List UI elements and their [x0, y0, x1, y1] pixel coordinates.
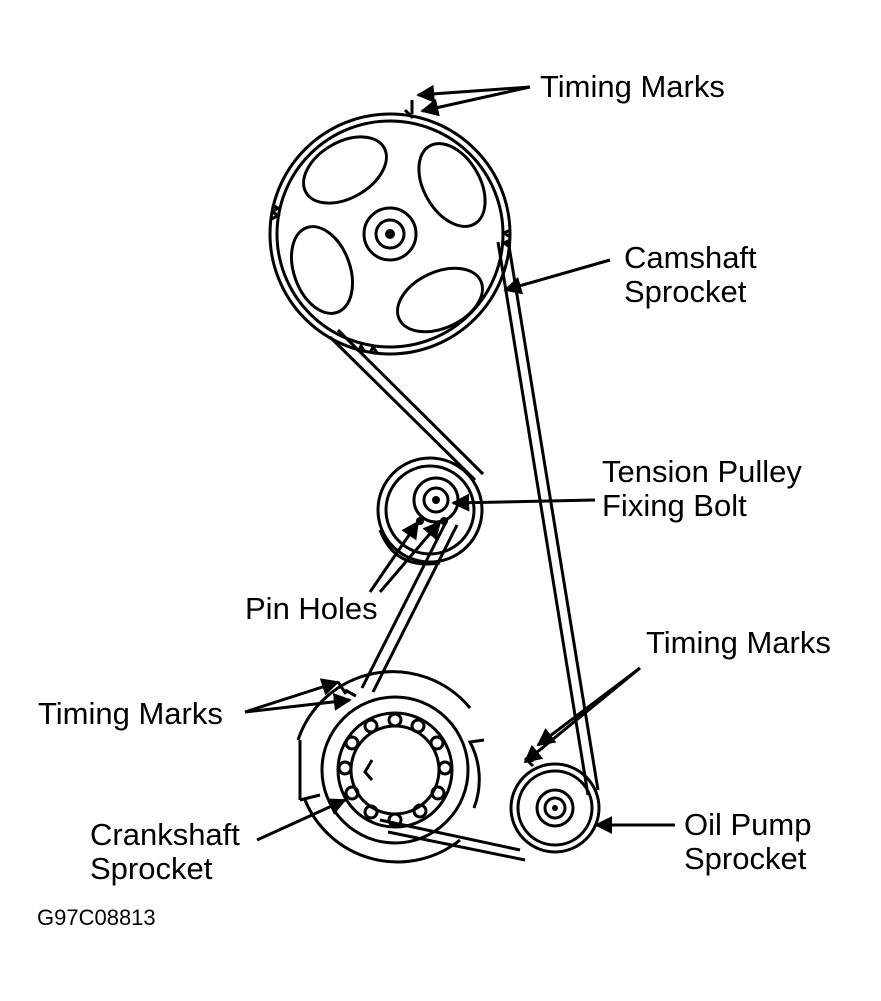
label-timing-marks-top: Timing Marks: [540, 69, 725, 104]
label-camshaft-line2: Sprocket: [624, 274, 747, 309]
label-crankshaft-line1: Crankshaft: [90, 817, 240, 852]
label-crankshaft-line2: Sprocket: [90, 851, 213, 886]
crankshaft-rollers: [337, 712, 453, 828]
label-timing-marks-left: Timing Marks: [38, 696, 223, 731]
label-timing-marks-right: Timing Marks: [646, 625, 831, 660]
camshaft-notches: [271, 203, 511, 354]
label-oil-pump-line2: Sprocket: [684, 841, 807, 876]
tension-pulley: [376, 456, 484, 566]
camshaft-spokes: [290, 135, 487, 334]
label-oil-pump-sprocket: Oil Pump Sprocket: [684, 808, 811, 876]
label-tension-pulley: Tension Pulley Fixing Bolt: [602, 455, 802, 523]
label-pin-holes: Pin Holes: [245, 591, 378, 626]
label-camshaft-line1: Camshaft: [624, 240, 757, 275]
camshaft-timing-mark: [403, 100, 415, 120]
pin-hole: [440, 517, 448, 525]
label-crankshaft-sprocket: Crankshaft Sprocket: [90, 818, 240, 886]
oil-pump-sprocket: [509, 748, 601, 854]
label-camshaft-sprocket: Camshaft Sprocket: [624, 241, 757, 309]
label-oil-pump-line1: Oil Pump: [684, 807, 812, 842]
figure-code: G97C08813: [37, 905, 156, 930]
leader-lines: [244, 84, 675, 842]
camshaft-sprocket: [268, 100, 512, 356]
crankshaft-sprocket: [296, 670, 485, 864]
label-tension-line1: Tension Pulley: [602, 454, 802, 489]
label-tension-line2: Fixing Bolt: [602, 488, 747, 523]
